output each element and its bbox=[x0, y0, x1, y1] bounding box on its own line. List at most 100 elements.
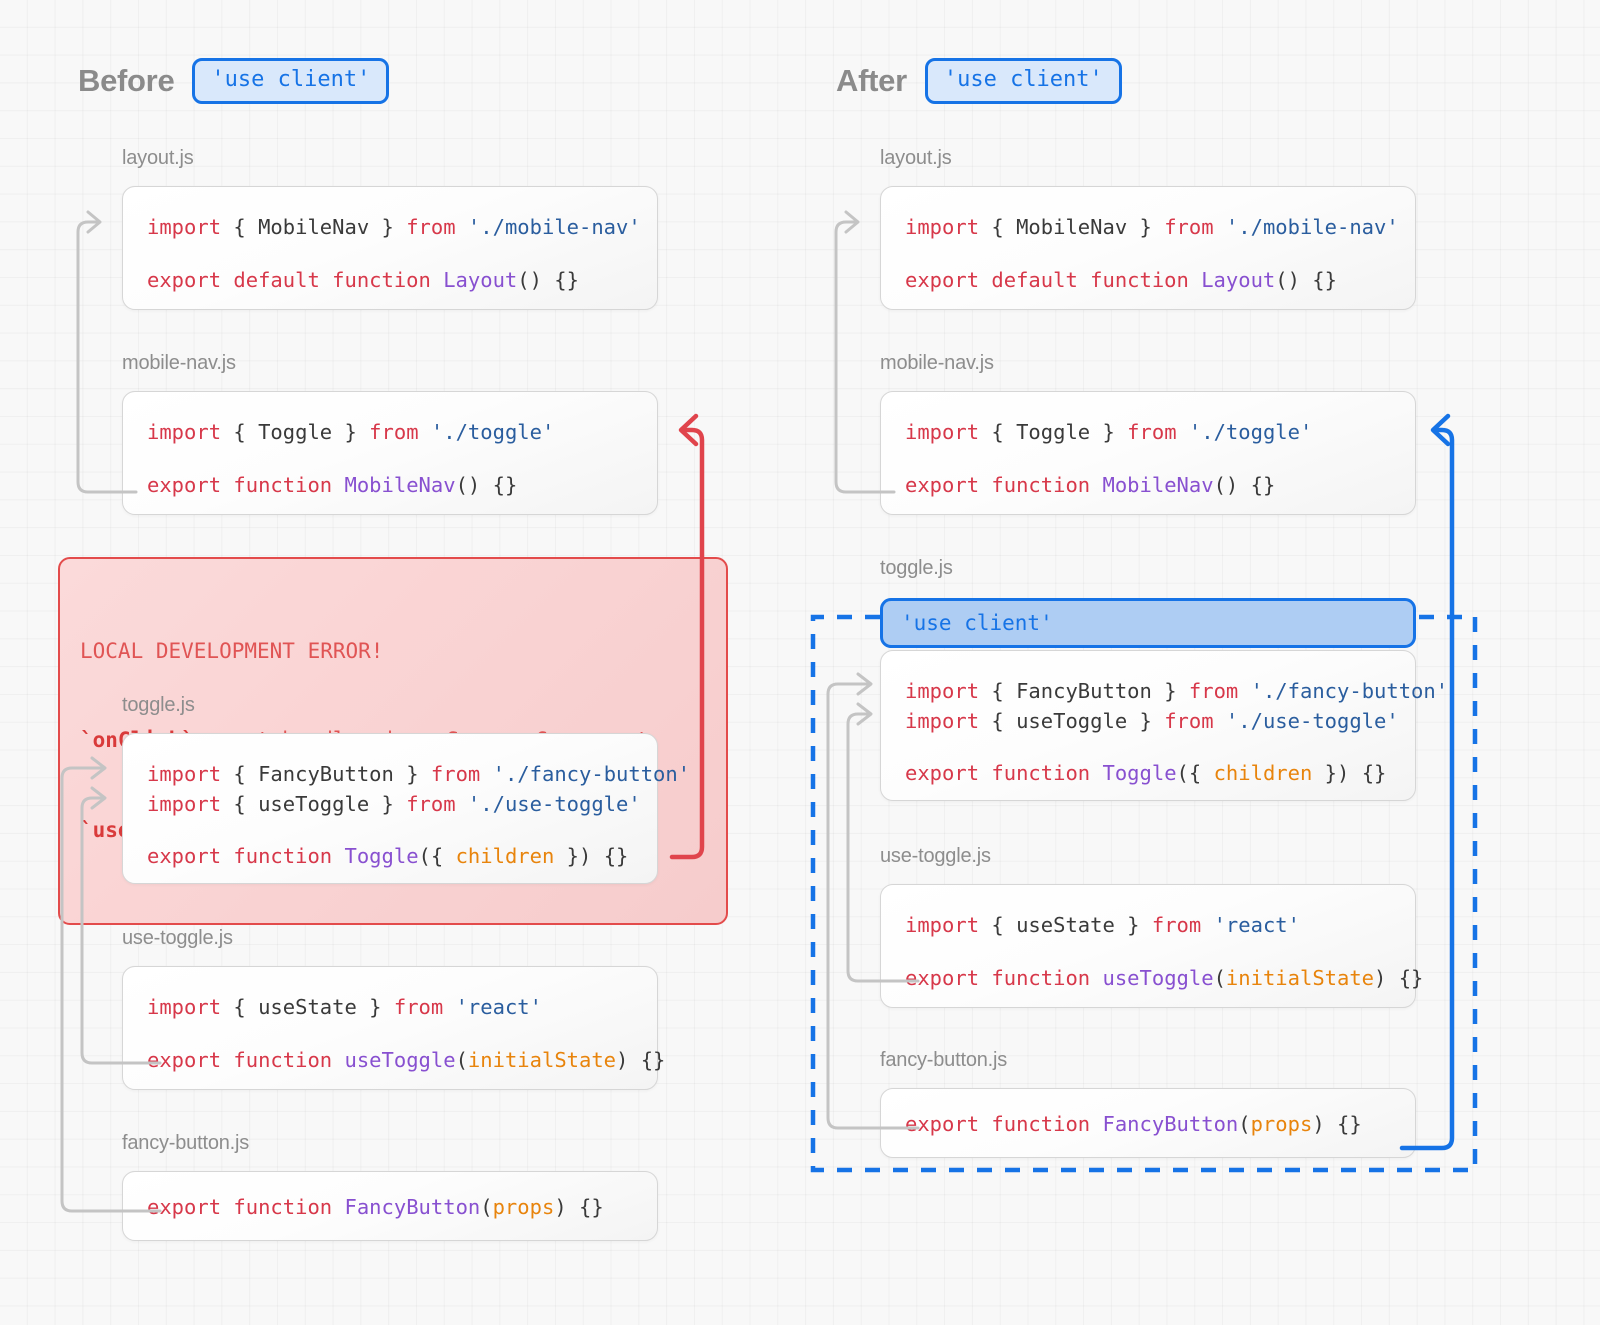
filename-label-fancybutton-before: fancy-button.js bbox=[122, 1132, 250, 1154]
code-token: './mobile-nav' bbox=[1225, 215, 1399, 239]
code-token: from bbox=[1127, 420, 1177, 444]
code-token bbox=[1177, 420, 1189, 444]
code-token: './use-toggle' bbox=[467, 791, 641, 816]
code-token: ) {} bbox=[1312, 1112, 1362, 1136]
code-token: from bbox=[1151, 913, 1202, 937]
code-line: import { useToggle } from './use-toggle' bbox=[147, 790, 641, 820]
code-blank-line bbox=[147, 1023, 633, 1046]
code-token: }) {} bbox=[554, 844, 629, 869]
code-token: () {} bbox=[1213, 472, 1276, 497]
code-token: ({ bbox=[1176, 761, 1214, 786]
code-token: Toggle bbox=[344, 844, 419, 869]
code-line: import { MobileNav } from './mobile-nav' bbox=[905, 213, 1399, 243]
code-token bbox=[1214, 709, 1226, 733]
code-token: { FancyButton } bbox=[979, 679, 1189, 703]
code-block-layout-before: import { MobileNav } from './mobile-nav'… bbox=[122, 186, 658, 310]
code-line: import { MobileNav } from './mobile-nav' bbox=[147, 213, 641, 243]
code-token: FancyButton bbox=[1102, 1112, 1239, 1136]
code-token: ( bbox=[455, 1047, 468, 1072]
code-token bbox=[431, 268, 443, 292]
code-line: export function MobileNav() {} bbox=[905, 471, 1391, 501]
code-token bbox=[1090, 473, 1102, 497]
code-token: 'react' bbox=[455, 995, 542, 1019]
filename-label-toggle-after: toggle.js bbox=[880, 557, 953, 579]
code-token: () {} bbox=[1275, 267, 1337, 292]
code-block-toggle-before: import { FancyButton } from './fancy-but… bbox=[122, 733, 690, 884]
code-block-mobile-nav-before: import { Toggle } from './toggle'export … bbox=[122, 391, 658, 515]
code-token: { MobileNav } bbox=[221, 215, 407, 239]
code-token: MobileNav bbox=[344, 472, 456, 497]
code-block-layout-after: import { MobileNav } from './mobile-nav'… bbox=[880, 186, 1416, 310]
code-token: './toggle' bbox=[1188, 420, 1313, 444]
code-token: ) {} bbox=[1374, 965, 1424, 990]
code-block-use-toggle-before: import { useState } from 'react'export f… bbox=[122, 966, 665, 1090]
code-token: './mobile-nav' bbox=[467, 215, 641, 239]
code-token: import bbox=[147, 215, 222, 239]
code-token bbox=[456, 215, 468, 239]
code-token: from bbox=[369, 420, 419, 444]
code-blank-line bbox=[147, 448, 633, 471]
error-title: LOCAL DEVELOPMENT ERROR! bbox=[80, 638, 384, 663]
code-token: { FancyButton } bbox=[221, 762, 431, 786]
code-token bbox=[443, 995, 455, 1019]
code-token: from bbox=[1164, 215, 1214, 239]
code-token: export function bbox=[905, 472, 1091, 497]
filename-label-fancybutton-after: fancy-button.js bbox=[880, 1049, 1008, 1071]
code-token bbox=[332, 844, 344, 868]
code-token: from bbox=[406, 215, 456, 239]
code-line: import { Toggle } from './toggle' bbox=[905, 418, 1391, 448]
code-token: import bbox=[147, 420, 222, 444]
code-token: Toggle bbox=[1102, 761, 1177, 786]
code-token: initialState bbox=[467, 1047, 617, 1072]
code-token: import bbox=[905, 708, 980, 733]
code-token: MobileNav bbox=[1102, 472, 1214, 497]
code-token: useToggle bbox=[344, 1047, 456, 1072]
code-token: './fancy-button' bbox=[492, 762, 691, 786]
code-token: ( bbox=[1238, 1112, 1251, 1136]
code-line: export function FancyButton(props) {} bbox=[905, 1110, 1391, 1140]
code-token: initialState bbox=[1225, 965, 1375, 990]
code-token: import bbox=[147, 791, 222, 816]
code-blank-line bbox=[905, 243, 1391, 266]
code-token bbox=[332, 473, 344, 497]
code-token: Layout bbox=[1201, 267, 1276, 292]
code-token: ) {} bbox=[554, 1195, 604, 1219]
code-token bbox=[1201, 913, 1213, 937]
code-token: from bbox=[1164, 708, 1214, 733]
code-token: import bbox=[905, 913, 980, 937]
code-token: { useState } bbox=[221, 995, 394, 1019]
code-token: props bbox=[492, 1195, 555, 1219]
code-token: Layout bbox=[443, 267, 518, 292]
after-use-client-pill: 'use client' bbox=[924, 58, 1122, 105]
code-line: import { Toggle } from './toggle' bbox=[147, 418, 633, 448]
code-line: export function Toggle({ children }) {} bbox=[147, 842, 633, 872]
code-token: () {} bbox=[455, 472, 518, 497]
code-line: export function Toggle({ children }) {} bbox=[905, 759, 1391, 789]
code-token: FancyButton bbox=[344, 1195, 481, 1219]
code-line: export default function Layout() {} bbox=[147, 266, 633, 296]
filename-label-toggle-before: toggle.js bbox=[122, 694, 195, 716]
code-token bbox=[456, 792, 468, 816]
code-token: './toggle' bbox=[430, 420, 555, 444]
code-token bbox=[1090, 761, 1102, 785]
code-token: export default function bbox=[905, 267, 1189, 292]
code-token: from bbox=[1188, 679, 1239, 703]
code-token bbox=[1090, 1112, 1102, 1136]
code-blank-line bbox=[147, 819, 633, 842]
code-token: export function bbox=[905, 761, 1091, 786]
code-token: { useState } bbox=[979, 913, 1152, 937]
code-token: export function bbox=[147, 1047, 333, 1072]
code-blank-line bbox=[147, 243, 633, 266]
code-token: export function bbox=[905, 965, 1091, 990]
code-token: { Toggle } bbox=[979, 420, 1128, 444]
code-block-mobile-nav-after: import { Toggle } from './toggle' export … bbox=[880, 391, 1416, 515]
code-token: children bbox=[455, 844, 555, 869]
code-token: './fancy-button' bbox=[1250, 679, 1449, 703]
code-token: ( bbox=[1213, 965, 1226, 990]
code-token: export function bbox=[905, 1112, 1091, 1136]
filename-label-usetoggle-before: use-toggle.js bbox=[122, 927, 233, 949]
filename-label-mobilenav-after: mobile-nav.js bbox=[880, 352, 994, 374]
code-line: import { useToggle } from './use-toggle' bbox=[905, 707, 1399, 737]
code-token bbox=[419, 420, 431, 444]
